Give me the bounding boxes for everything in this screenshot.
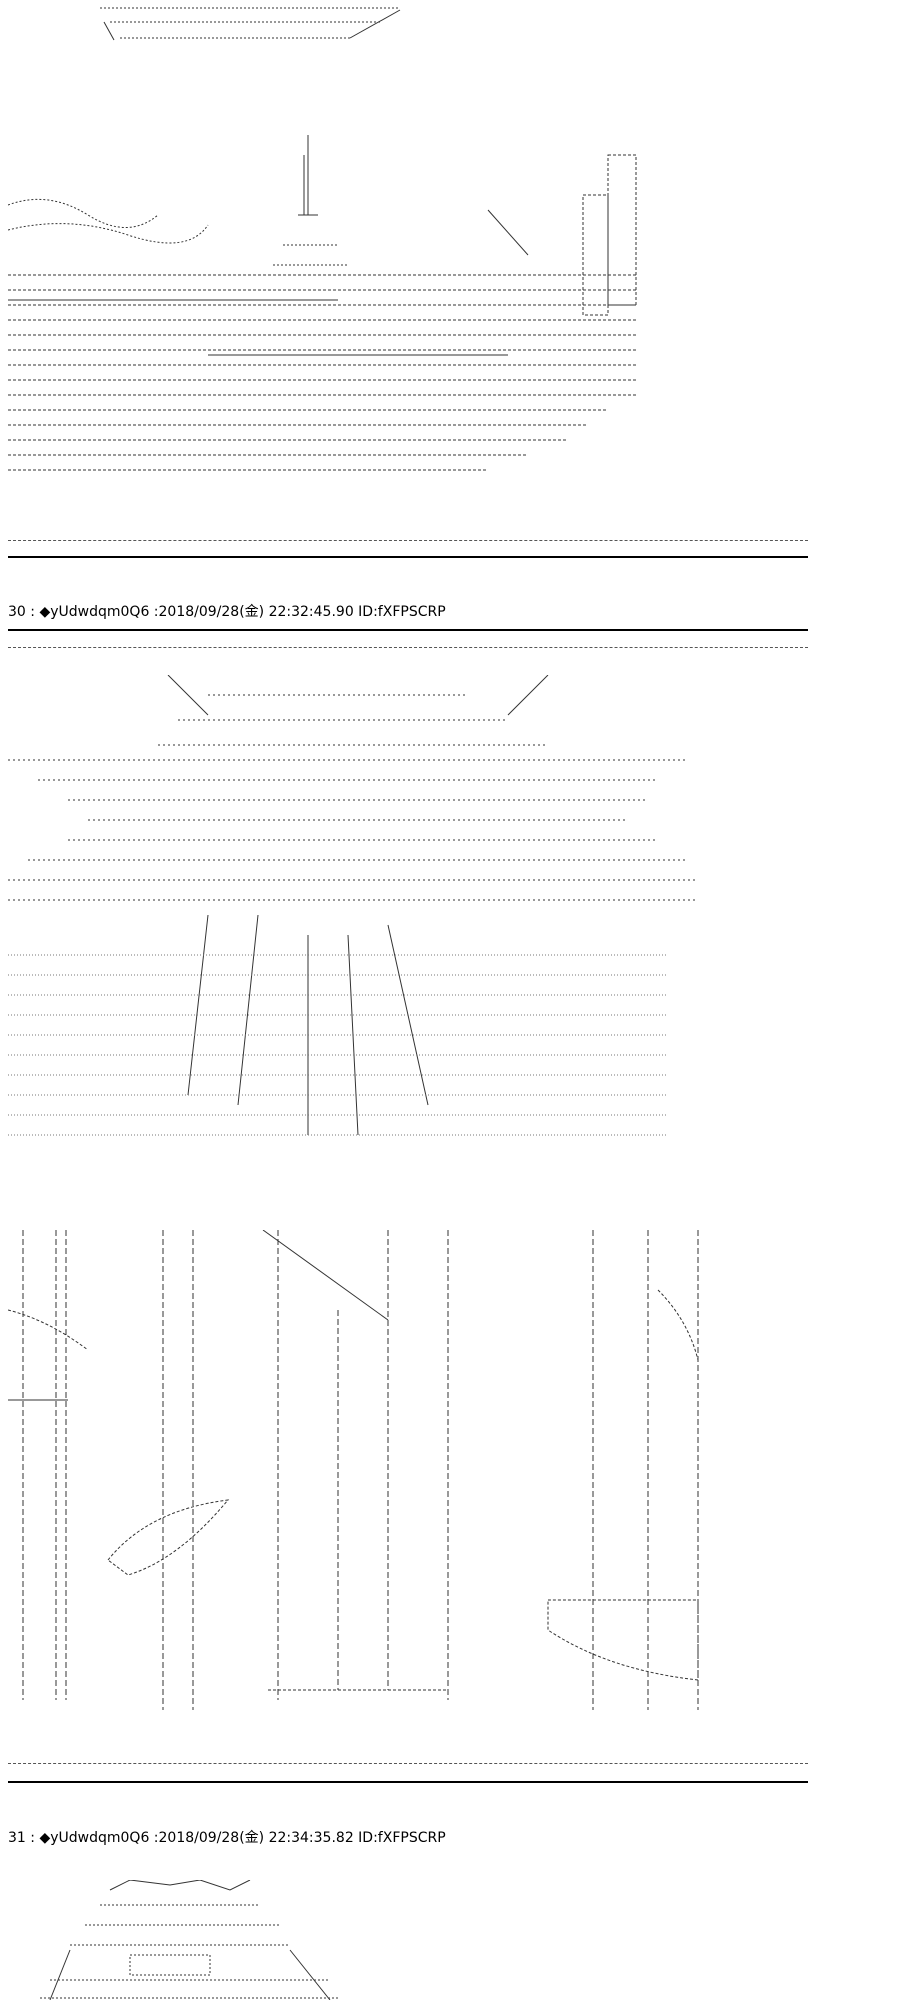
post-divider [8,556,808,558]
post-header-30: 30 : ◆yUdwdqm0Q6 :2018/09/28(金) 22:32:45… [8,604,446,620]
ascii-art-explosion [8,675,708,1165]
post-trip: yUdwdqm0Q6 [50,604,150,620]
post-separator: : [25,604,40,620]
post-trip: yUdwdqm0Q6 [50,1830,150,1846]
ascii-art-forest [8,1230,708,1720]
post-date-id: :2018/09/28(金) 22:34:35.82 ID:fXFPSCRP [149,1830,446,1846]
dashed-divider [8,1763,808,1764]
ascii-art-top-fragment [90,0,420,50]
figure-icon [40,1880,340,2000]
trip-diamond-icon: ◆ [39,1830,51,1846]
post-separator: : [25,1830,40,1846]
dashed-divider [8,540,808,541]
city-skyline-icon [8,135,638,471]
post-divider [8,1781,808,1783]
post-date-id: :2018/09/28(金) 22:32:45.90 ID:fXFPSCRP [149,604,446,620]
post-header-31: 31 : ◆yUdwdqm0Q6 :2018/09/28(金) 22:34:35… [8,1830,446,1846]
forest-icon [8,1230,699,1710]
ascii-art-figure [30,1880,350,2000]
post-divider [8,629,808,631]
trip-diamond-icon: ◆ [39,604,51,620]
post-number: 31 [8,1830,26,1846]
dashed-divider [8,647,808,648]
explosion-icon [8,675,698,1136]
top-fragment-icon [100,7,401,41]
ascii-art-city-skyline [8,135,638,495]
post-number: 30 [8,604,26,620]
